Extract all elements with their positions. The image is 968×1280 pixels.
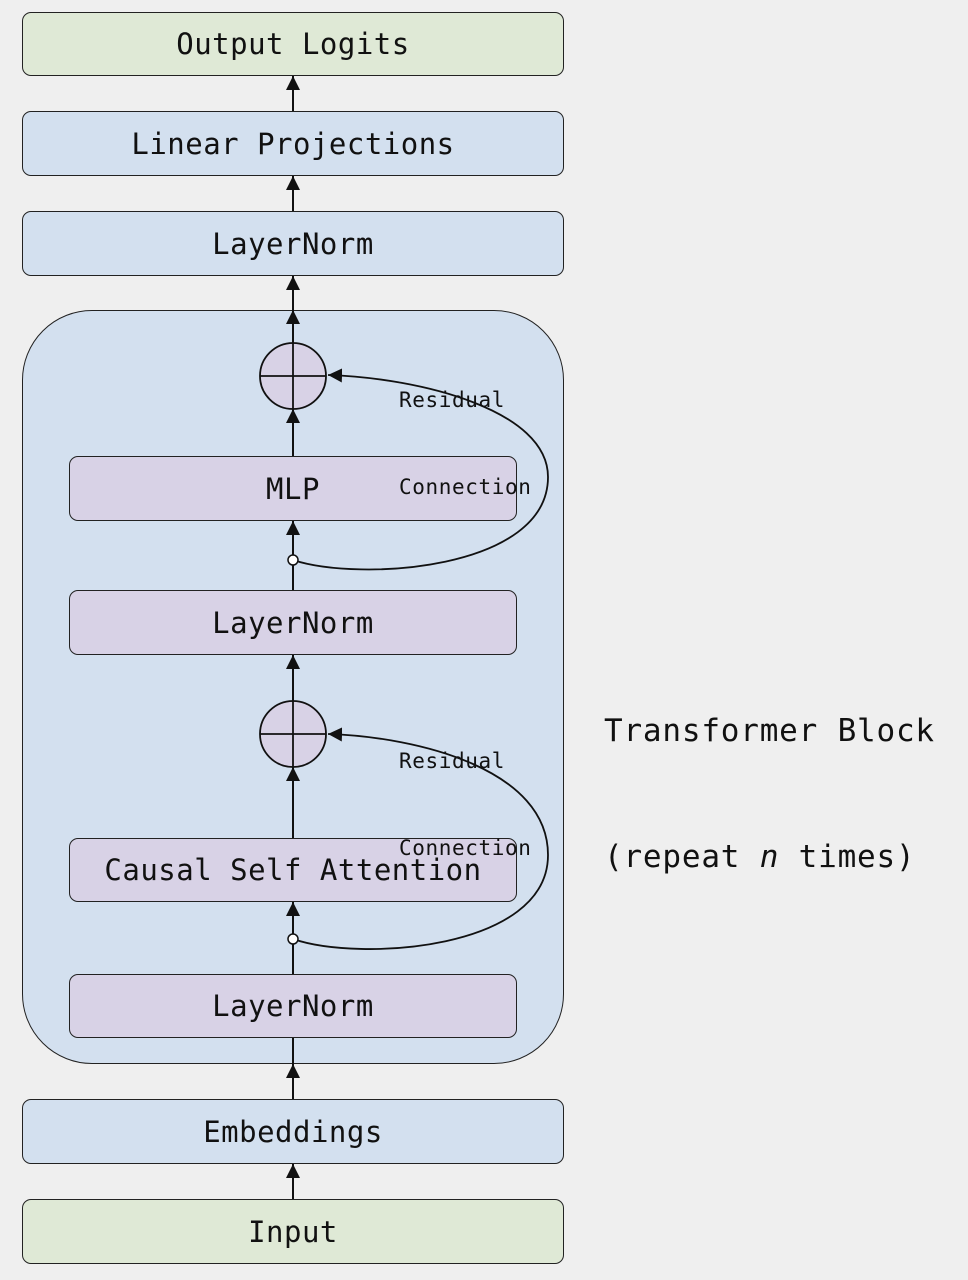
transformer-block-caption-line2: (repeat n times)	[604, 836, 935, 878]
transformer-block-caption: Transformer Block (repeat n times)	[604, 626, 935, 962]
residual-label-lower-line1: Residual	[399, 749, 505, 773]
linear-projections-node: Linear Projections	[22, 111, 564, 176]
output-logits-node: Output Logits	[22, 12, 564, 76]
branch-point-upper	[287, 554, 299, 566]
causal-self-attention-node: Causal Self Attention	[69, 838, 517, 902]
mlp-node: MLP	[69, 456, 517, 521]
caption-suffix: times)	[779, 839, 916, 875]
residual-curve-upper	[292, 368, 549, 571]
caption-prefix: (repeat	[604, 839, 760, 875]
residual-curve-lower	[292, 727, 549, 950]
final-layernorm-node: LayerNorm	[22, 211, 564, 276]
adder-lower	[259, 700, 327, 768]
input-node: Input	[22, 1199, 564, 1264]
branch-point-lower	[287, 933, 299, 945]
embeddings-node: Embeddings	[22, 1099, 564, 1164]
residual-label-lower: Residual Connection	[399, 689, 531, 921]
attention-layernorm-node: LayerNorm	[69, 974, 517, 1038]
caption-variable: n	[759, 839, 780, 875]
mlp-layernorm-node: LayerNorm	[69, 590, 517, 655]
residual-label-lower-line2: Connection	[399, 836, 532, 860]
residual-label-upper: Residual Connection	[399, 328, 531, 560]
residual-label-upper-line2: Connection	[399, 475, 532, 499]
transformer-block-caption-line1: Transformer Block	[604, 713, 935, 749]
residual-label-upper-line1: Residual	[399, 388, 505, 412]
adder-upper	[259, 342, 327, 410]
